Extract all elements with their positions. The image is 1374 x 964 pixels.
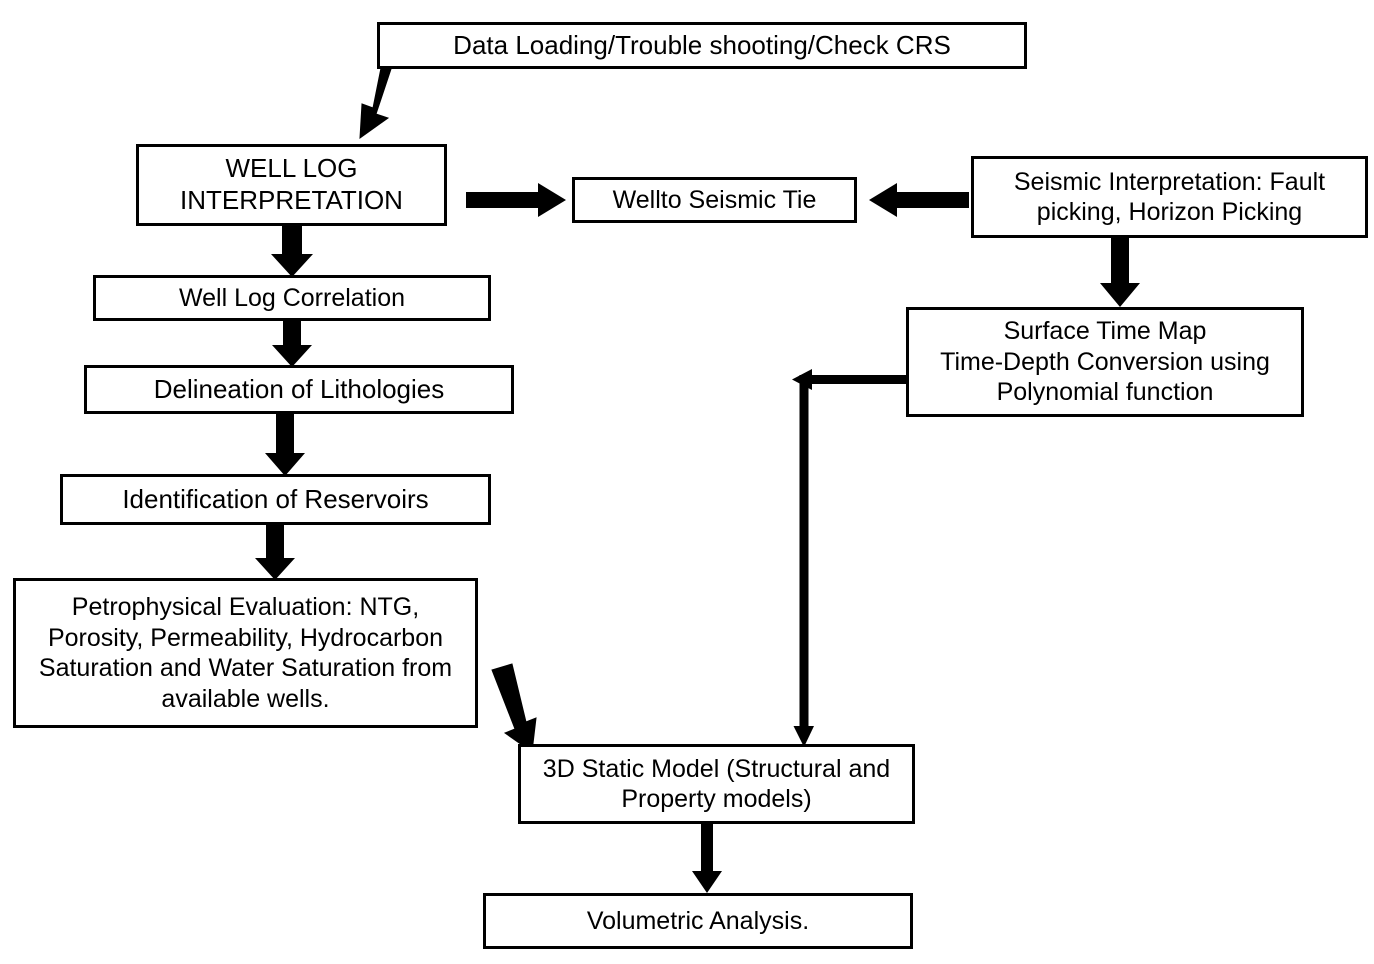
node-delineation-of-lithologies[interactable]: Delineation of Lithologies bbox=[84, 365, 514, 414]
node-volumetric-analysis[interactable]: Volumetric Analysis. bbox=[483, 893, 913, 949]
node-surface-time-map[interactable]: Surface Time Map Time-Depth Conversion u… bbox=[906, 307, 1304, 417]
edge-3d-static-model-to-volumetric-analysis bbox=[686, 823, 728, 895]
edge-data-loading-to-well-log-interpretation bbox=[340, 62, 420, 152]
node-3d-static-model[interactable]: 3D Static Model (Structural and Property… bbox=[518, 744, 915, 824]
edge-seismic-interpretation-to-wellto-seismic-tie bbox=[865, 183, 969, 217]
edge-delineation-of-lithologies-to-identification-of-reservoirs bbox=[255, 413, 315, 477]
edge-identification-of-reservoirs-to-petrophysical-evaluation bbox=[245, 524, 305, 582]
edge-well-log-correlation-to-delineation-of-lithologies bbox=[262, 320, 322, 368]
edge-well-log-interpretation-to-wellto-seismic-tie bbox=[466, 183, 576, 217]
node-data-loading[interactable]: Data Loading/Trouble shooting/Check CRS bbox=[377, 22, 1027, 69]
edge-seismic-interpretation-to-surface-time-map bbox=[1090, 237, 1150, 309]
node-wellto-seismic-tie[interactable]: Wellto Seismic Tie bbox=[572, 177, 857, 223]
node-identification-of-reservoirs[interactable]: Identification of Reservoirs bbox=[60, 474, 491, 525]
edge-well-log-interpretation-to-well-log-correlation bbox=[262, 226, 322, 278]
edge-surface-time-map-to-3d-static-model bbox=[790, 366, 915, 751]
node-well-log-interpretation[interactable]: WELL LOG INTERPRETATION bbox=[136, 144, 447, 226]
node-petrophysical-evaluation[interactable]: Petrophysical Evaluation: NTG, Porosity,… bbox=[13, 578, 478, 728]
node-well-log-correlation[interactable]: Well Log Correlation bbox=[93, 275, 491, 321]
node-seismic-interpretation[interactable]: Seismic Interpretation: Fault picking, H… bbox=[971, 156, 1368, 238]
